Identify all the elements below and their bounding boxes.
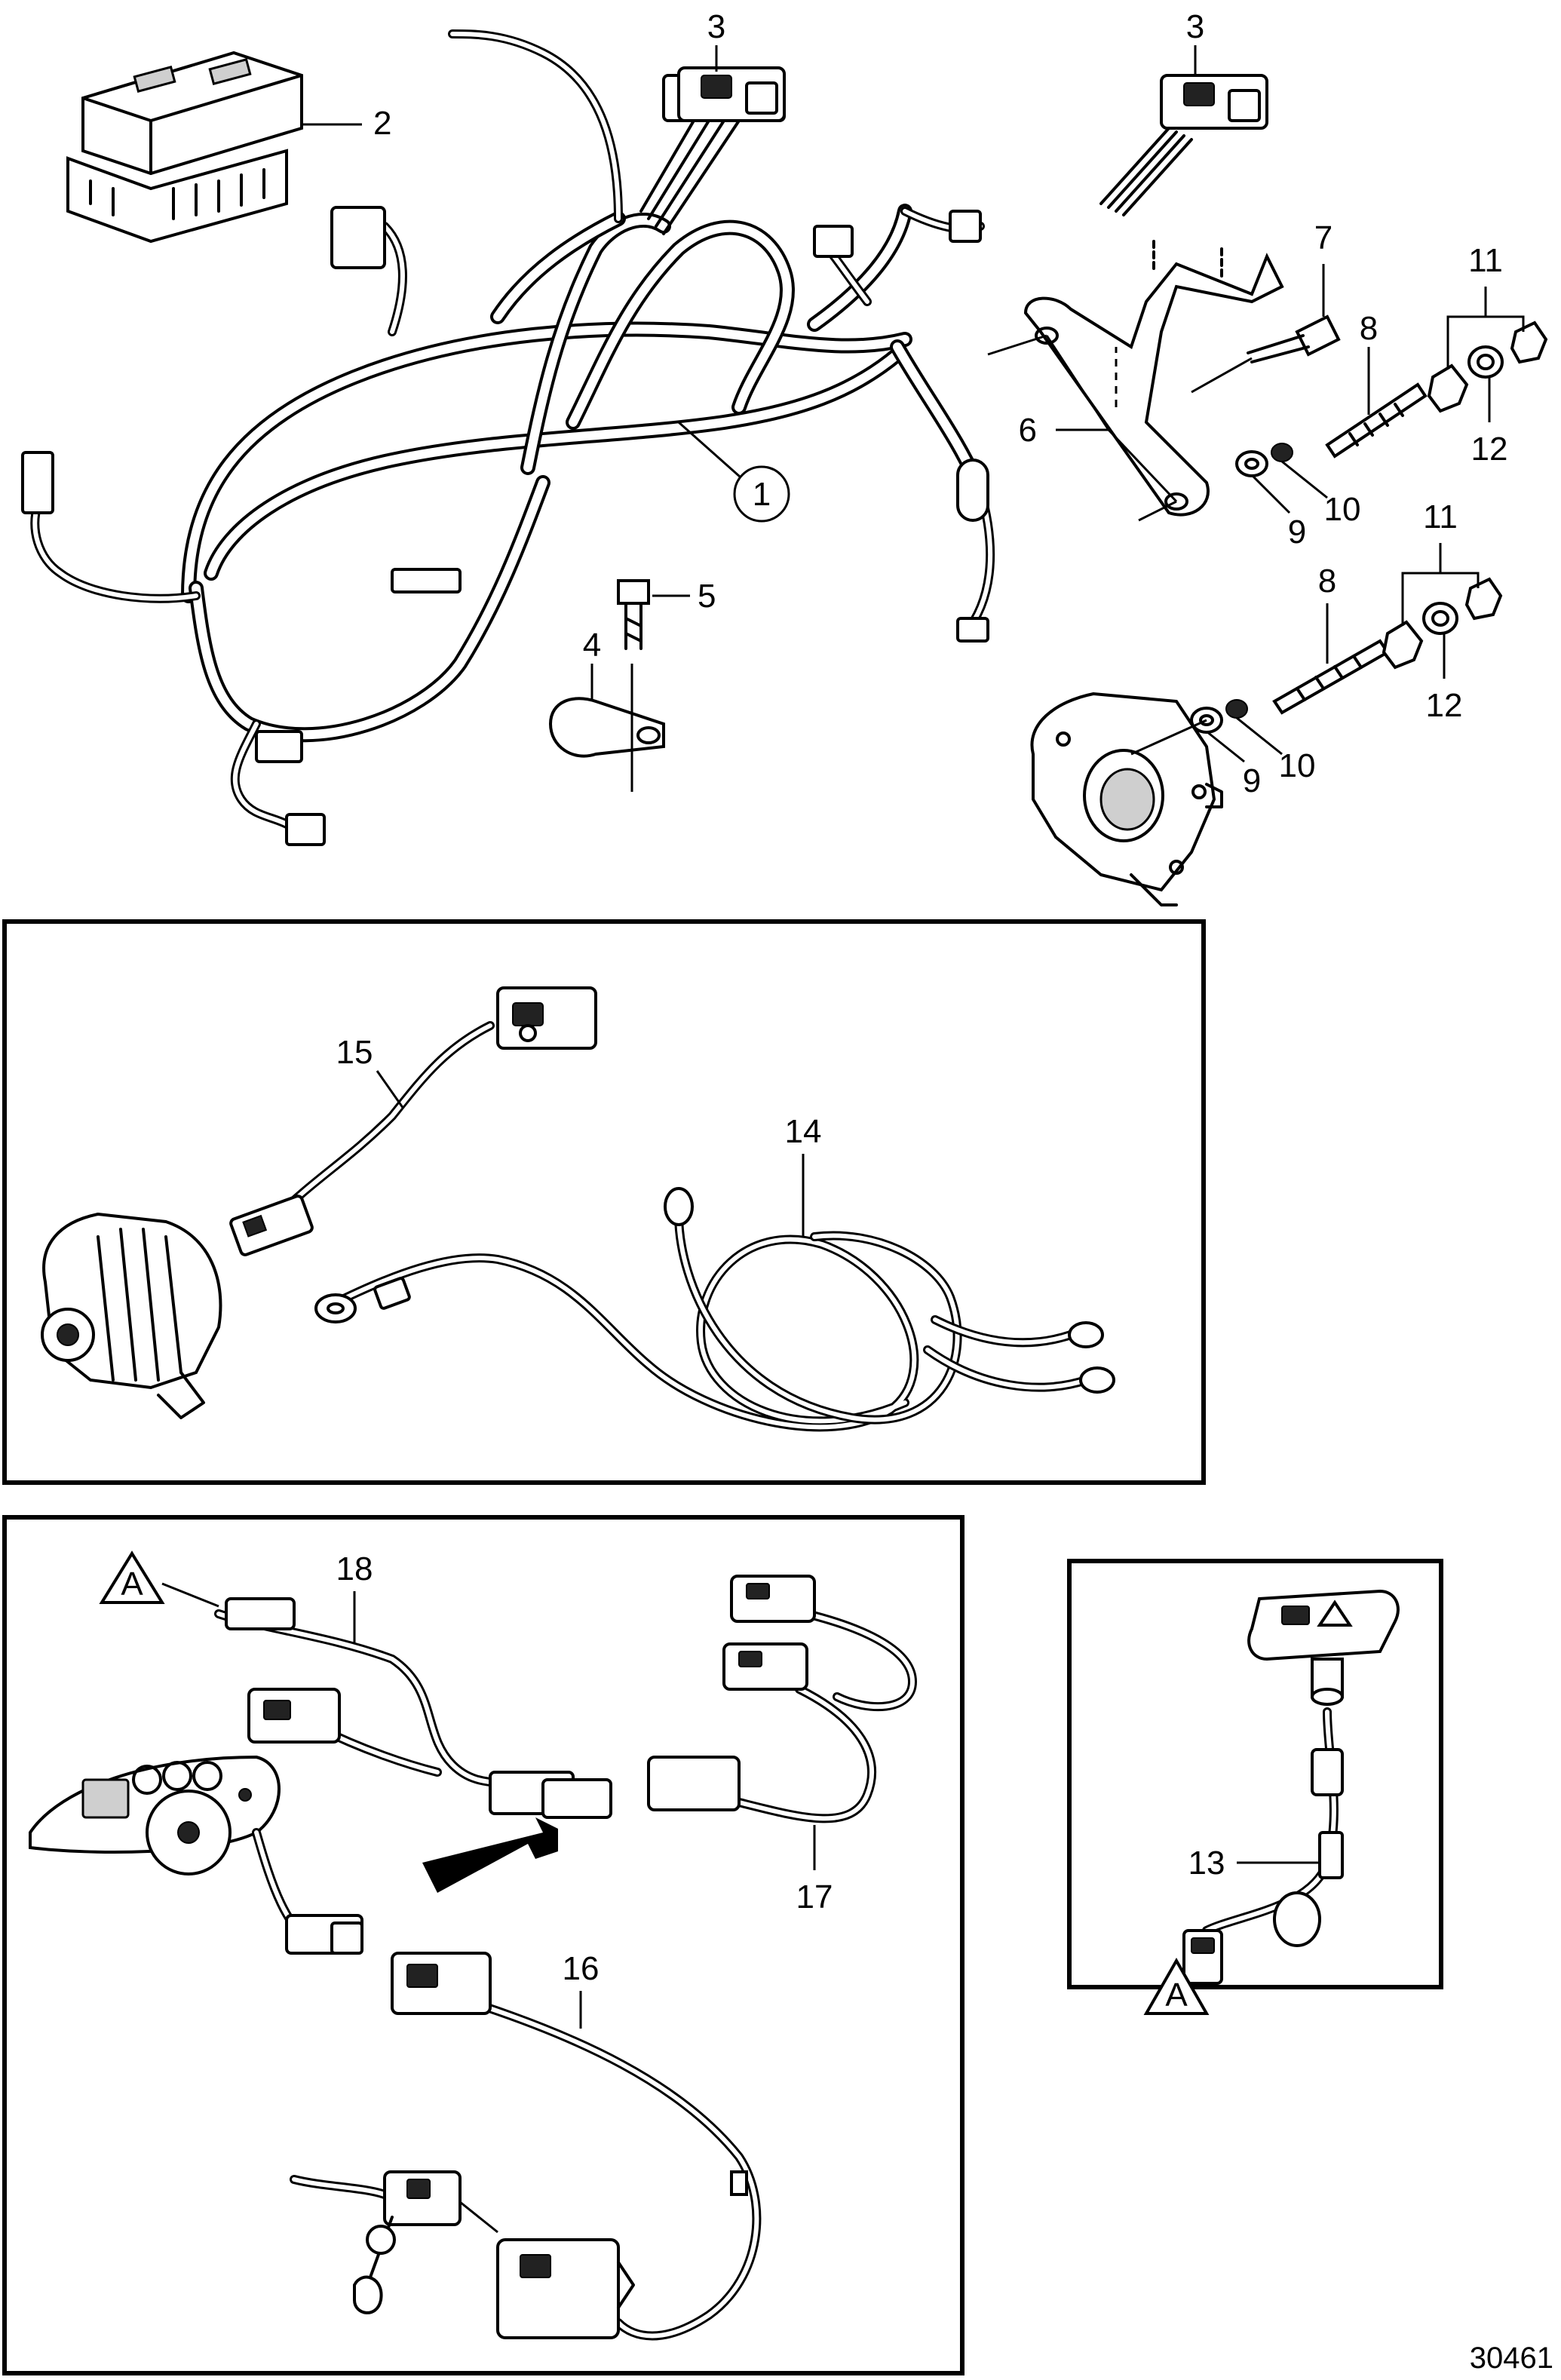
extension-harness-16 bbox=[252, 1828, 762, 2341]
callout-label: 17 bbox=[796, 1879, 833, 1915]
callout-label: 15 bbox=[336, 1034, 373, 1071]
y-harness-17 bbox=[647, 1575, 918, 1823]
bolt-7 bbox=[1191, 314, 1341, 394]
callout-17: 17 bbox=[796, 1825, 833, 1915]
callout-10-upper: 10 bbox=[1281, 460, 1361, 528]
switch-panel bbox=[1247, 1589, 1400, 1706]
callout-label: 7 bbox=[1314, 219, 1333, 256]
screw-5 bbox=[617, 579, 650, 650]
callout-label: 1 bbox=[753, 476, 771, 513]
sensor-lever bbox=[290, 2170, 498, 2314]
callout-label: 12 bbox=[1471, 431, 1508, 468]
callout-18: 18 bbox=[336, 1550, 373, 1644]
washer-9-upper bbox=[1235, 450, 1268, 477]
callout-7: 7 bbox=[1314, 219, 1333, 317]
connector-3-bracket bbox=[1099, 74, 1268, 216]
switch-harness-13 bbox=[1182, 1707, 1344, 1985]
harness-connector bbox=[956, 617, 989, 643]
harness-connector bbox=[813, 225, 854, 258]
instrument-harness-panel bbox=[2, 1515, 965, 2375]
callout-5: 5 bbox=[652, 578, 716, 615]
callout-label: 8 bbox=[1318, 563, 1336, 600]
callout-label: 11 bbox=[1423, 498, 1458, 535]
callout-10-lower: 10 bbox=[1236, 716, 1316, 784]
wiring-harness-main bbox=[21, 29, 995, 846]
callout-8-upper: 8 bbox=[1360, 310, 1378, 415]
harness-connector bbox=[949, 210, 982, 243]
callout-13: 13 bbox=[1188, 1845, 1320, 1882]
lock-washer-10-upper bbox=[1271, 443, 1293, 462]
reference-marker-label: A bbox=[1165, 1977, 1188, 2013]
harness-connector bbox=[21, 451, 54, 514]
connector-3-harness bbox=[677, 66, 786, 122]
callout-label: 9 bbox=[1288, 514, 1306, 551]
flywheel-housing-flange bbox=[1030, 692, 1223, 906]
callout-label: 10 bbox=[1324, 491, 1361, 528]
callout-label: 5 bbox=[698, 578, 716, 615]
harness-grommet bbox=[956, 459, 989, 522]
nut-11-lower bbox=[1382, 577, 1503, 670]
callout-11-upper: 11 bbox=[1446, 242, 1525, 370]
switch-harness-panel bbox=[1067, 1559, 1443, 1989]
callout-label: 14 bbox=[785, 1113, 822, 1150]
clip-4 bbox=[548, 664, 665, 792]
reference-marker-a-right: A bbox=[1143, 1957, 1210, 2015]
callout-label: 9 bbox=[1243, 762, 1261, 799]
nut-11-upper bbox=[1427, 321, 1548, 413]
adapter-harness-18 bbox=[214, 1597, 612, 1819]
dashboard-panel bbox=[29, 1755, 281, 1875]
callout-3-right: 3 bbox=[1186, 8, 1204, 75]
callout-label: 10 bbox=[1279, 747, 1316, 784]
callout-8-lower: 8 bbox=[1318, 563, 1336, 664]
callout-6: 6 bbox=[1019, 335, 1178, 503]
direction-arrow bbox=[422, 1817, 558, 1893]
callout-label: 4 bbox=[583, 627, 601, 664]
callout-14: 14 bbox=[785, 1113, 822, 1237]
callout-9-upper: 9 bbox=[1250, 474, 1306, 551]
callout-label: 16 bbox=[563, 1950, 600, 1987]
harness-clip bbox=[391, 568, 462, 593]
callout-label: 3 bbox=[707, 8, 725, 45]
stud-8-upper bbox=[1325, 382, 1428, 459]
callout-4: 4 bbox=[583, 627, 601, 701]
callout-label: 18 bbox=[336, 1550, 373, 1587]
callout-label: 12 bbox=[1426, 687, 1463, 724]
fuse-relay-box bbox=[66, 51, 303, 244]
callout-3-left: 3 bbox=[707, 8, 725, 72]
callout-label: 3 bbox=[1186, 8, 1204, 45]
alternator bbox=[41, 1212, 222, 1419]
callout-label: 11 bbox=[1468, 242, 1503, 279]
callout-11-lower: 11 bbox=[1401, 498, 1480, 626]
callout-16: 16 bbox=[563, 1950, 600, 2029]
figure-number: 30461 bbox=[1470, 2342, 1553, 2375]
callout-label: 8 bbox=[1360, 310, 1378, 347]
harness-connector bbox=[330, 206, 386, 269]
harness-connector bbox=[255, 730, 303, 763]
callout-12-upper: 12 bbox=[1471, 377, 1508, 468]
callout-label: 13 bbox=[1188, 1845, 1225, 1882]
callout-15: 15 bbox=[336, 1034, 405, 1109]
reference-marker-a-left: A bbox=[99, 1550, 219, 1608]
callout-label: 6 bbox=[1019, 412, 1037, 449]
lock-washer-10-lower bbox=[1225, 699, 1248, 719]
alternator-cable-panel bbox=[2, 919, 1206, 1485]
battery-cable-14 bbox=[314, 1187, 1115, 1432]
harness-connector bbox=[285, 813, 326, 846]
callout-12-lower: 12 bbox=[1426, 633, 1463, 724]
callout-label: 2 bbox=[373, 105, 391, 142]
callout-9-lower: 9 bbox=[1206, 730, 1261, 799]
reference-marker-label: A bbox=[121, 1566, 143, 1603]
alternator-cable-15 bbox=[229, 986, 597, 1256]
callout-2: 2 bbox=[302, 105, 391, 142]
callout-1: 1 bbox=[678, 421, 790, 523]
stud-8-lower bbox=[1272, 639, 1390, 715]
bracket-6 bbox=[987, 240, 1284, 522]
